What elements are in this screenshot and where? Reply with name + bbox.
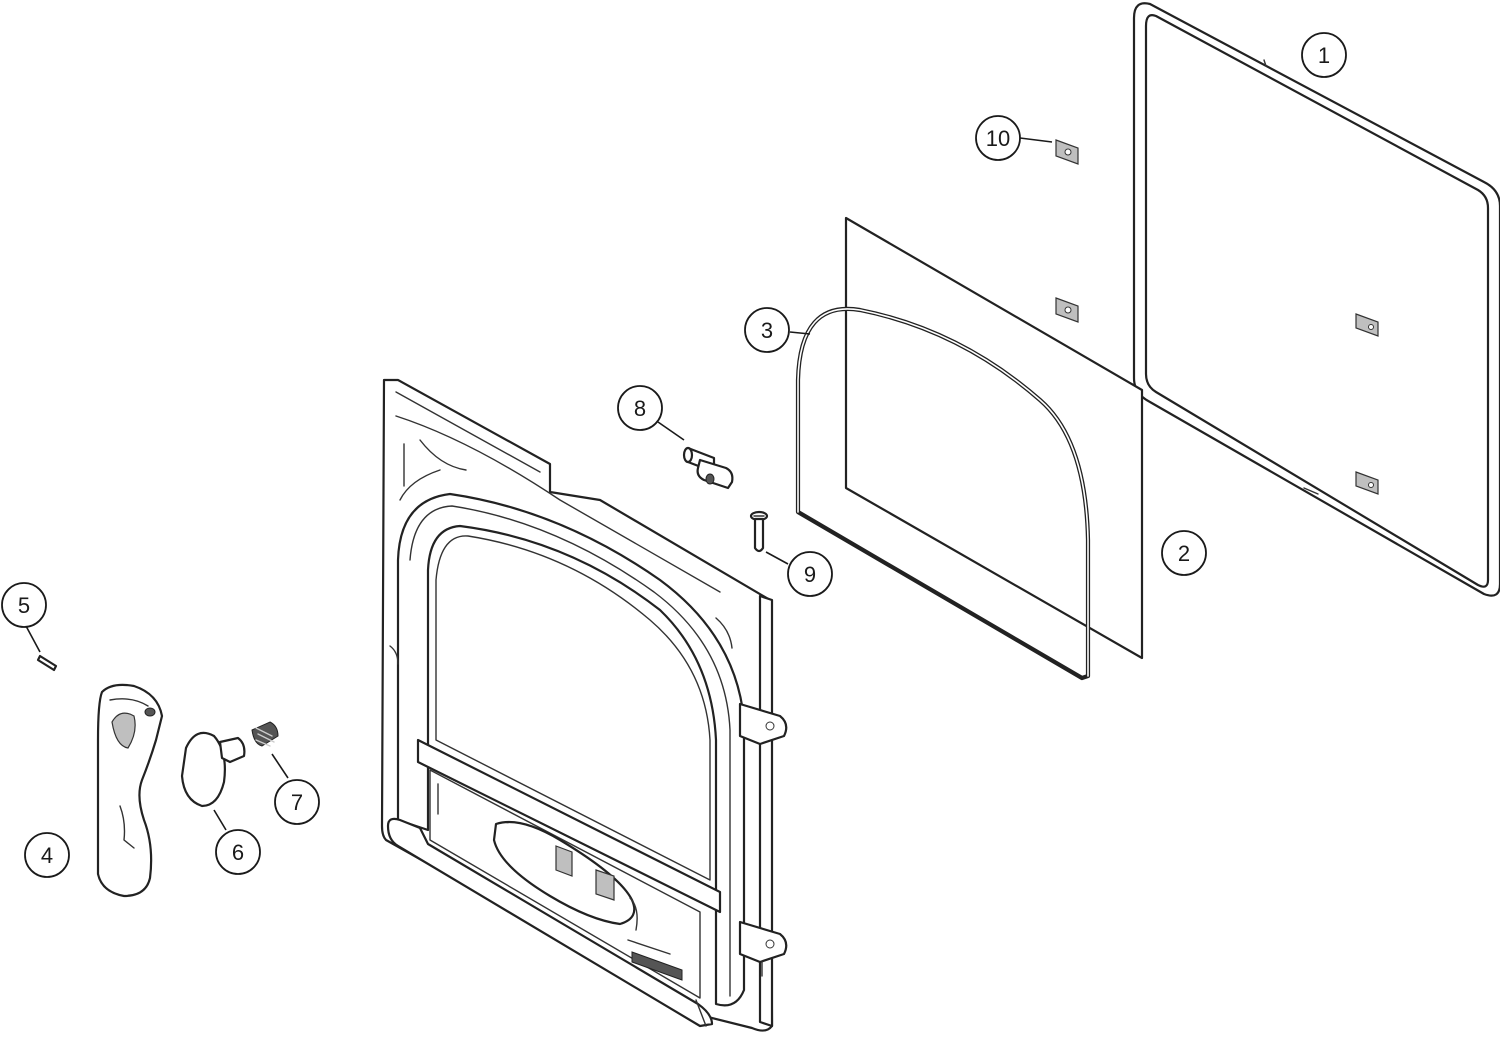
callout-2-label: 2 <box>1178 541 1190 566</box>
callout-4-label: 4 <box>41 843 53 868</box>
glass-panel-part <box>844 216 1144 660</box>
callout-2: 2 <box>1161 530 1207 576</box>
callout-1: 1 <box>1301 32 1347 78</box>
frame-clip-lower <box>1355 471 1379 495</box>
glass-clip-part <box>1055 139 1079 165</box>
callout-3: 3 <box>744 307 790 353</box>
door-casting-part <box>380 378 788 1032</box>
latch-cam-part <box>180 731 246 808</box>
callout-6-label: 6 <box>232 840 244 865</box>
callout-5: 5 <box>1 582 47 628</box>
callout-4: 4 <box>24 832 70 878</box>
frame-clip-upper <box>1355 313 1379 337</box>
callout-3-label: 3 <box>761 318 773 343</box>
spring-part <box>251 721 279 747</box>
gasket-part <box>795 306 1091 681</box>
callout-10-label: 10 <box>986 126 1010 151</box>
callout-7: 7 <box>274 779 320 825</box>
pin-part <box>36 654 58 672</box>
callout-9-label: 9 <box>804 562 816 587</box>
callout-1-label: 1 <box>1318 43 1330 68</box>
outer-frame-part <box>1132 2 1500 597</box>
callout-7-label: 7 <box>291 790 303 815</box>
callout-8-label: 8 <box>634 396 646 421</box>
callout-9: 9 <box>787 551 833 597</box>
callout-6: 6 <box>215 829 261 875</box>
handle-part <box>96 683 164 898</box>
callout-10: 10 <box>975 115 1021 161</box>
leader-lines <box>25 137 1053 831</box>
callout-8: 8 <box>617 385 663 431</box>
callout-5-label: 5 <box>18 593 30 618</box>
screw-part <box>749 510 769 553</box>
hinge-pin-part <box>682 446 734 490</box>
